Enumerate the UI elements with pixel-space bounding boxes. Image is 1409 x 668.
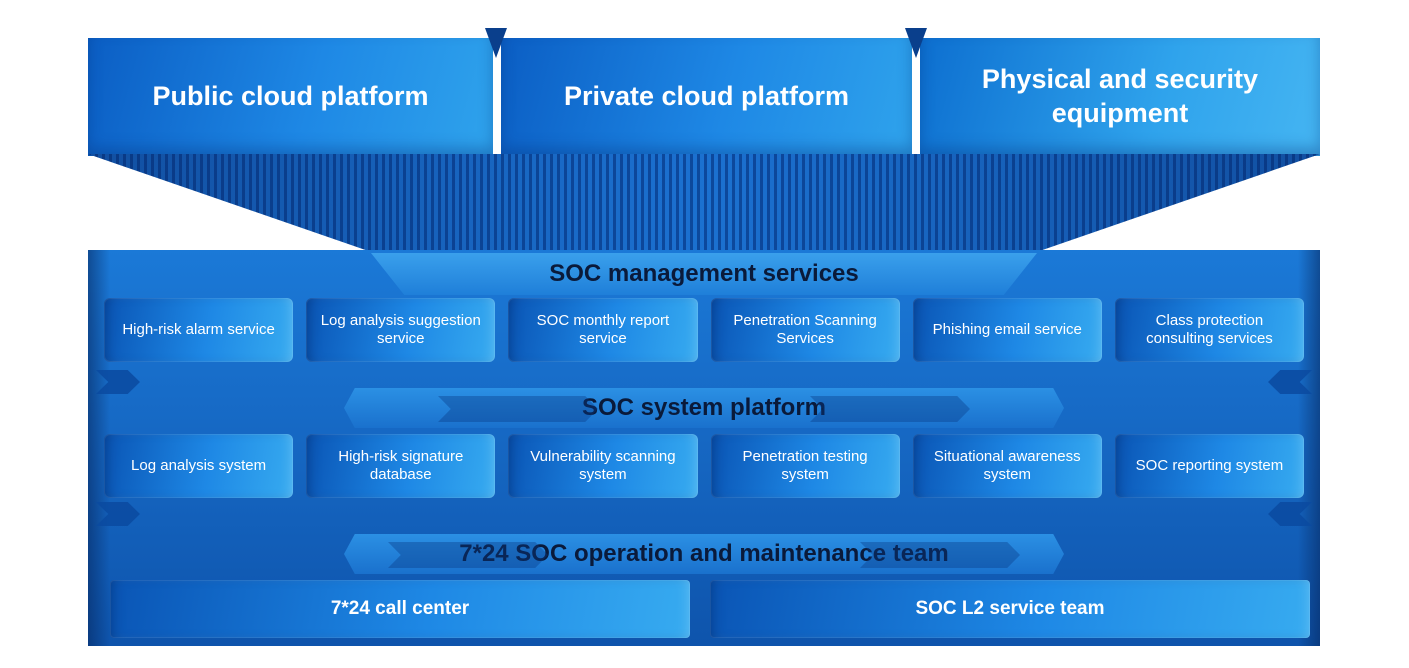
main-panel: SOC management services High-risk alarm … xyxy=(88,250,1320,646)
platform-box-private-cloud: Private cloud platform xyxy=(501,38,912,156)
ribbon-overlay-decoration xyxy=(860,542,1020,568)
platform-box-public-cloud: Public cloud platform xyxy=(88,38,493,156)
ribbon-overlay-decoration xyxy=(438,396,598,422)
item-high-risk-signature-db: High-risk signature database xyxy=(306,434,496,498)
item-situational-awareness: Situational awareness system xyxy=(912,434,1102,498)
section-title-operation-team: 7*24 SOC operation and maintenance team xyxy=(459,540,949,567)
item-class-protection-consulting: Class protection consulting services xyxy=(1114,298,1305,362)
funnel-connector xyxy=(88,154,1320,252)
operation-team-title-band: 7*24 SOC operation and maintenance team xyxy=(344,534,1064,574)
management-title-band: SOC management services xyxy=(371,253,1037,295)
item-soc-monthly-report: SOC monthly report service xyxy=(508,298,698,362)
operation-team-row: 7*24 call center SOC L2 service team xyxy=(110,580,1310,638)
item-penetration-testing: Penetration testing system xyxy=(710,434,900,498)
ribbon-overlay-decoration xyxy=(810,396,970,422)
item-high-risk-alarm: High-risk alarm service xyxy=(104,298,294,362)
item-soc-reporting: SOC reporting system xyxy=(1114,434,1305,498)
chevron-right-icon xyxy=(96,370,140,394)
management-services-row: High-risk alarm service Log analysis sug… xyxy=(104,298,1305,362)
chevron-right-icon xyxy=(96,502,140,526)
item-log-analysis-suggestion: Log analysis suggestion service xyxy=(306,298,496,362)
system-platform-title-band: SOC system platform xyxy=(344,388,1064,428)
item-l2-service-team: SOC L2 service team xyxy=(710,580,1310,638)
item-call-center: 7*24 call center xyxy=(110,580,690,638)
section-title-system-platform: SOC system platform xyxy=(581,394,827,421)
chevron-left-icon xyxy=(1268,502,1312,526)
system-platform-row: Log analysis system High-risk signature … xyxy=(104,434,1305,498)
item-phishing-email: Phishing email service xyxy=(912,298,1102,362)
section-title-management: SOC management services xyxy=(549,260,859,287)
platform-box-physical-equipment: Physical and security equipment xyxy=(920,38,1320,156)
item-vulnerability-scanning: Vulnerability scanning system xyxy=(508,434,698,498)
item-penetration-scanning: Penetration Scanning Services xyxy=(710,298,900,362)
ribbon-overlay-decoration xyxy=(388,542,548,568)
chevron-left-icon xyxy=(1268,370,1312,394)
item-log-analysis-system: Log analysis system xyxy=(104,434,294,498)
